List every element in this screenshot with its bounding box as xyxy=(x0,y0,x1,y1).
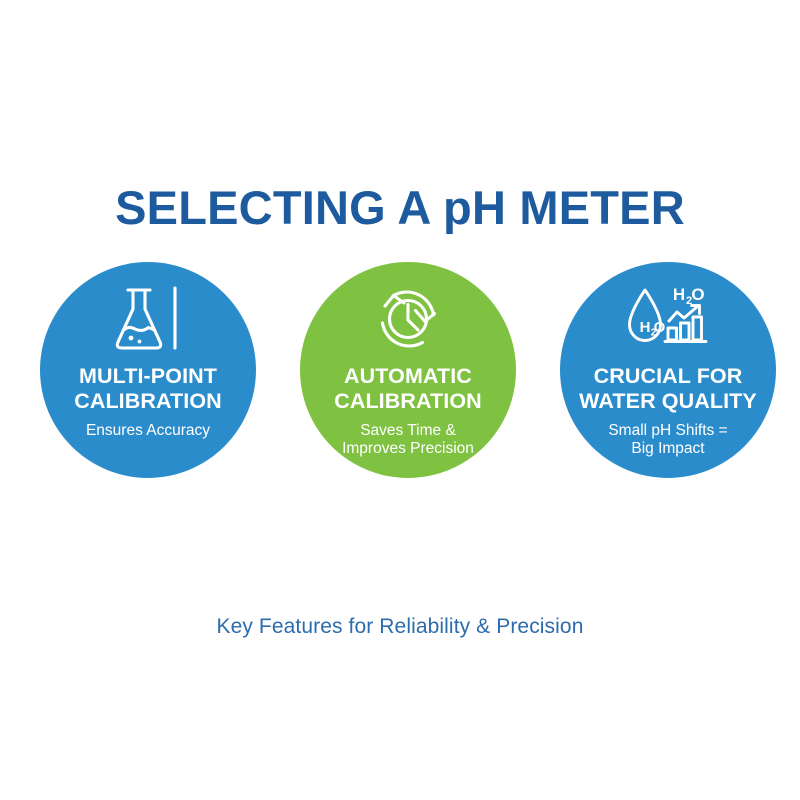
feature-circle-multi-point-calibration[interactable]: MULTI-POINT CALIBRATION Ensures Accuracy xyxy=(40,262,256,478)
footer-caption: Key Features for Reliability & Precision xyxy=(216,615,584,638)
feature-circle-crucial-for-water-quality[interactable]: H 2 O H 2 O CRU xyxy=(560,262,776,478)
svg-text:O: O xyxy=(691,285,704,304)
feature-heading: CRUCIAL FOR WATER QUALITY xyxy=(579,364,757,413)
feature-heading: AUTOMATIC CALIBRATION xyxy=(334,364,482,413)
feature-subtext: Saves Time & Improves Precision xyxy=(342,422,474,457)
feature-subtext: Ensures Accuracy xyxy=(85,422,211,439)
feature-circle-automatic-calibration[interactable]: AUTOMATIC CALIBRATION Saves Time & Impro… xyxy=(300,262,516,478)
flask-icon xyxy=(102,282,194,356)
svg-text:H: H xyxy=(640,319,651,336)
svg-text:2: 2 xyxy=(651,328,657,339)
page-title: SELECTING A pH METER xyxy=(115,181,685,235)
feature-heading: MULTI-POINT CALIBRATION xyxy=(74,364,222,413)
svg-text:O: O xyxy=(654,319,666,336)
svg-text:H: H xyxy=(673,285,685,304)
feature-subtext: Small pH Shifts = Big Impact xyxy=(608,422,728,457)
feature-circle-row: MULTI-POINT CALIBRATION Ensures Accuracy xyxy=(40,262,776,478)
svg-text:2: 2 xyxy=(686,295,692,307)
water-droplet-chart-icon: H 2 O H 2 O xyxy=(622,282,714,356)
clock-refresh-icon xyxy=(362,282,454,356)
